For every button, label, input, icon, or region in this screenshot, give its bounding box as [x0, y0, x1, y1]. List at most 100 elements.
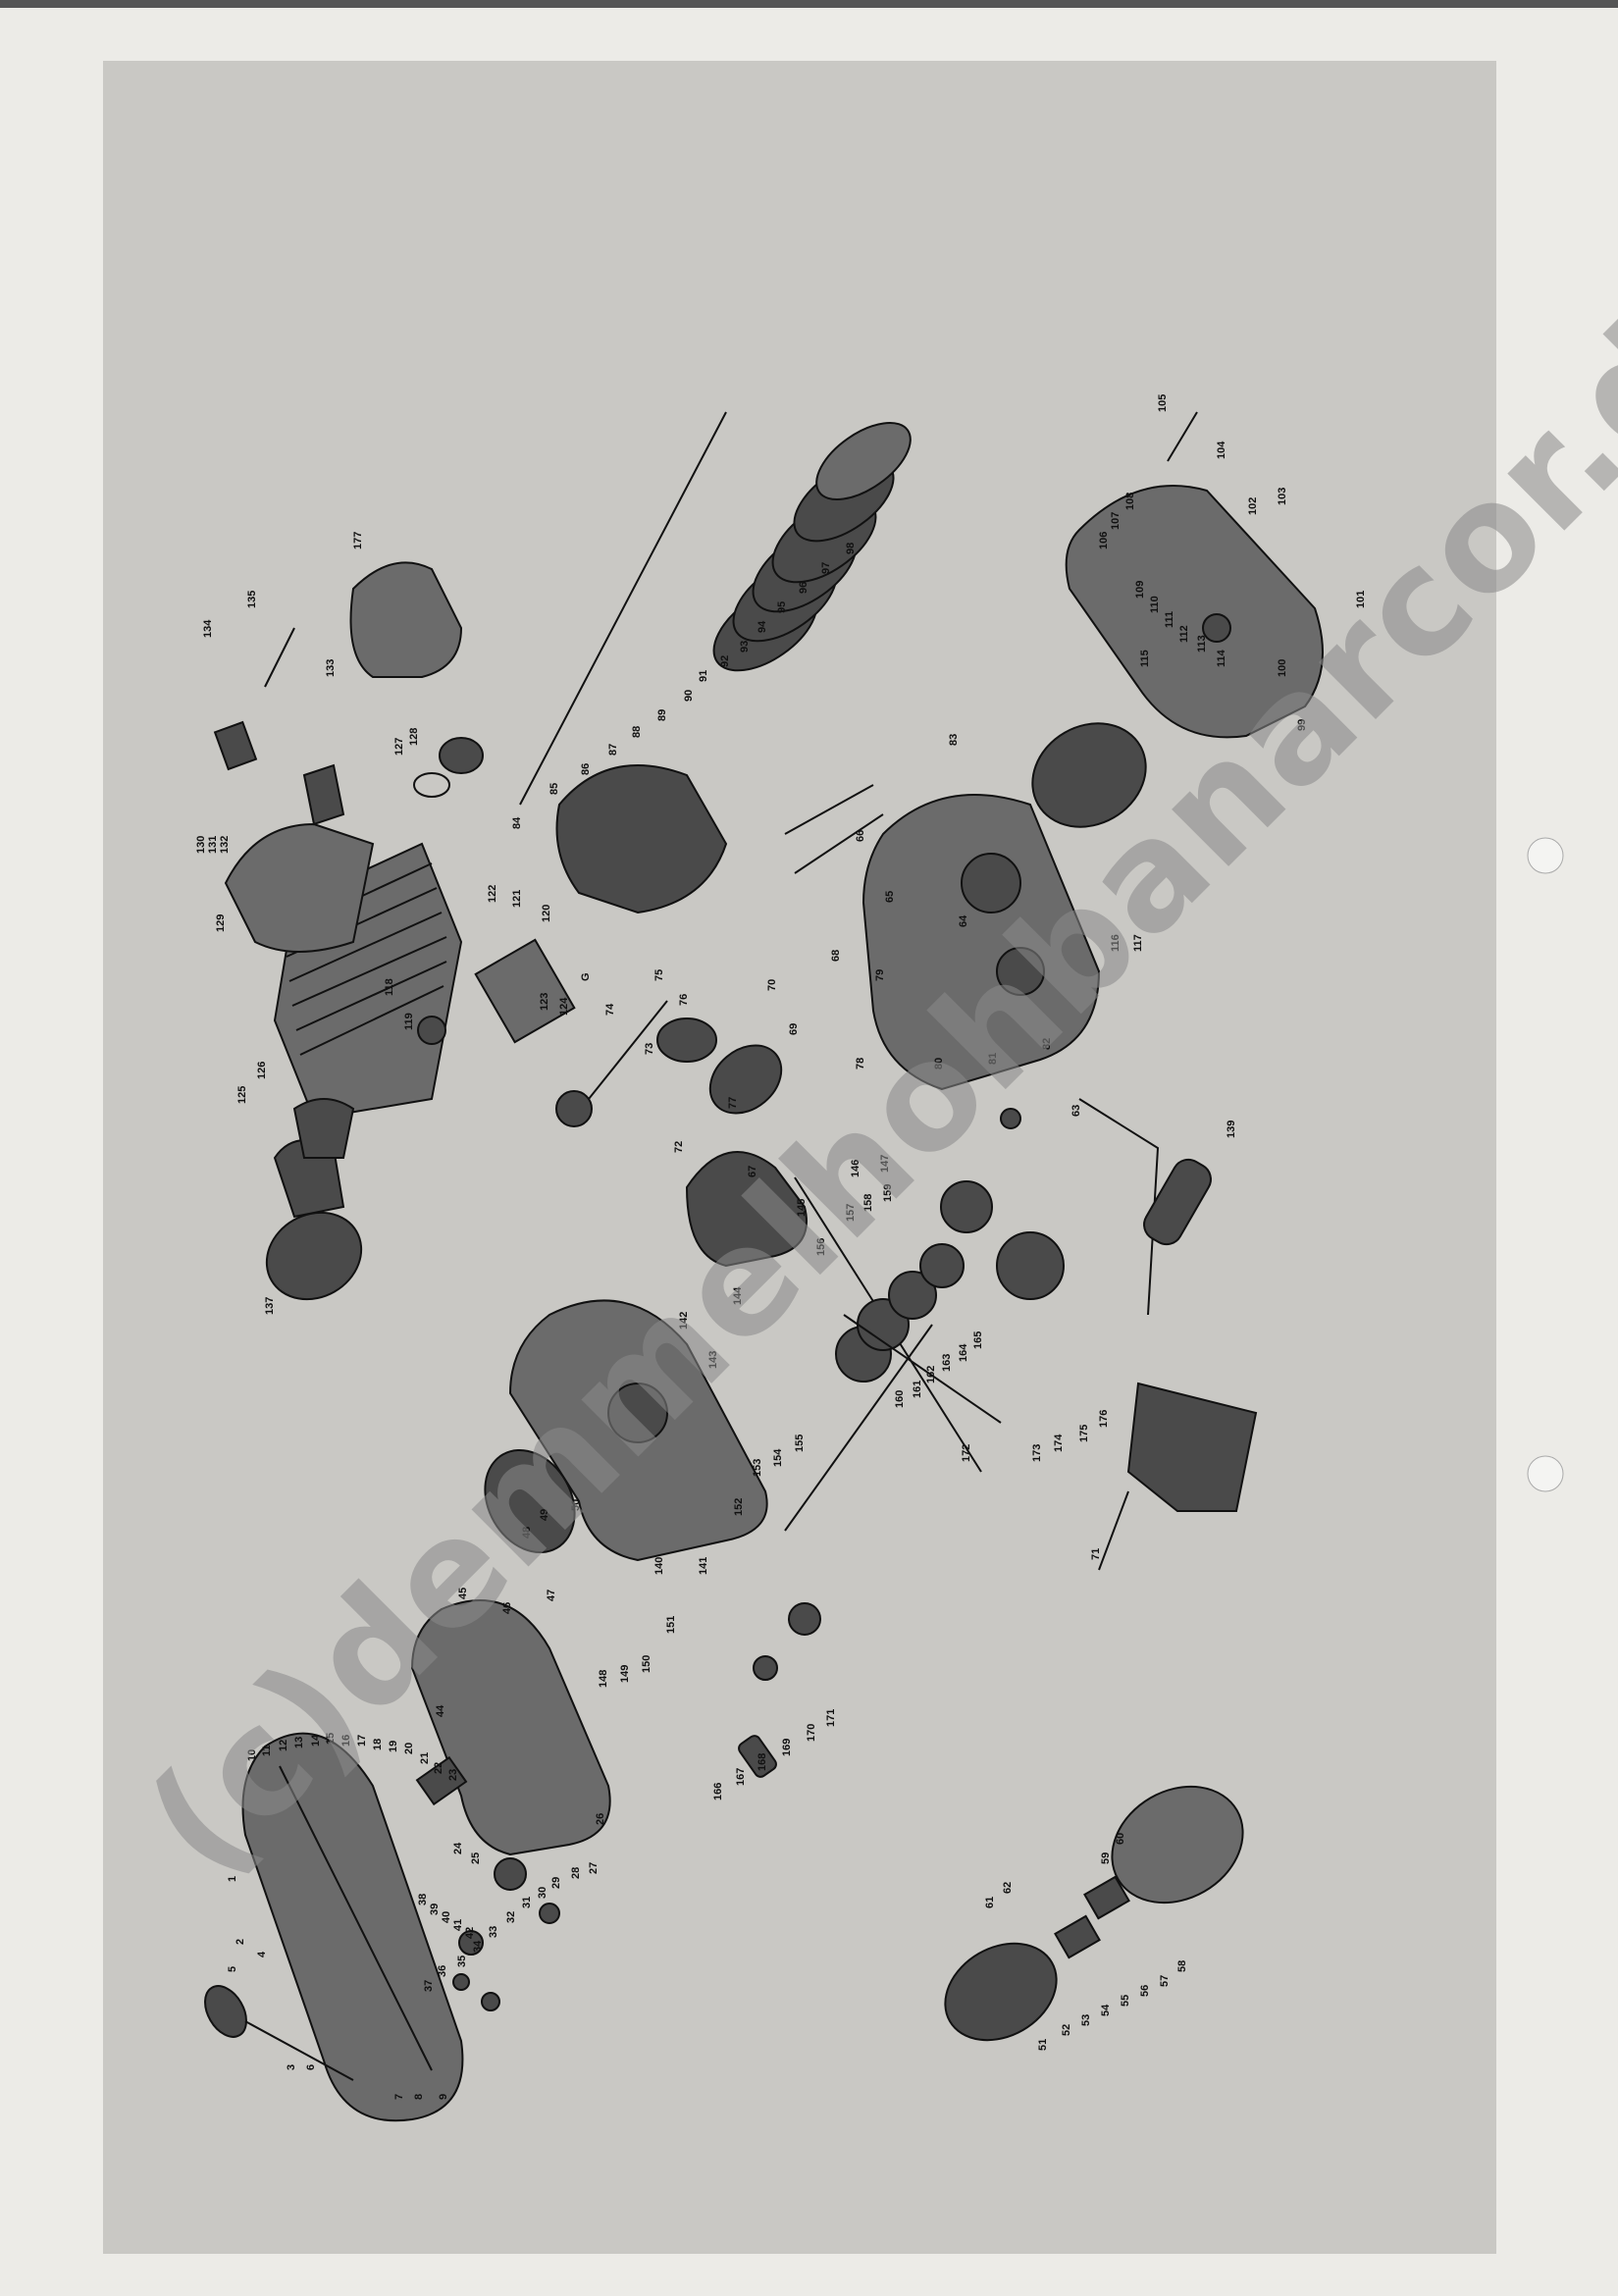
callout-8: 8: [413, 2094, 425, 2100]
callout-45: 45: [457, 1588, 469, 1599]
callout-118: 118: [384, 978, 395, 996]
callout-53: 53: [1080, 2014, 1092, 2026]
callout-149: 149: [619, 1665, 631, 1683]
callout-74: 74: [604, 1003, 616, 1016]
callout-176: 176: [1098, 1410, 1110, 1428]
primary-drum: [1031, 722, 1147, 828]
callout-108: 108: [1124, 493, 1136, 510]
callout-54: 54: [1100, 2004, 1112, 2016]
callout-122: 122: [487, 885, 498, 903]
callout-72: 72: [673, 1141, 685, 1153]
callout-24: 24: [452, 1842, 464, 1854]
clutch-plates: [712, 421, 912, 672]
callout-163: 163: [941, 1354, 953, 1372]
callout-97: 97: [820, 562, 832, 574]
callout-157: 157: [845, 1204, 857, 1222]
callout-20: 20: [403, 1743, 415, 1754]
callout-76: 76: [678, 994, 690, 1006]
callout-159: 159: [882, 1184, 894, 1202]
callout-90: 90: [683, 690, 695, 702]
gear-cluster: [940, 1180, 993, 1233]
callout-120: 120: [541, 905, 552, 922]
callout-22: 22: [433, 1762, 444, 1774]
callout-56: 56: [1139, 1985, 1151, 1997]
callout-173: 173: [1031, 1444, 1043, 1462]
callout-3: 3: [286, 2064, 297, 2070]
callout-169: 169: [781, 1739, 793, 1756]
callout-103: 103: [1277, 488, 1288, 505]
callout-116: 116: [1110, 934, 1122, 952]
callout-143: 143: [707, 1351, 719, 1369]
callout-146: 146: [850, 1160, 861, 1177]
callout-145: 145: [796, 1199, 808, 1217]
callout-18: 18: [372, 1739, 384, 1750]
callout-30: 30: [537, 1887, 548, 1899]
callout-G: G: [580, 972, 592, 981]
kickstart-shaft: [843, 1314, 1002, 1424]
callout-15: 15: [325, 1733, 337, 1745]
callout-131: 131: [207, 836, 219, 854]
callout-4: 4: [256, 1951, 268, 1957]
callout-177: 177: [352, 532, 364, 549]
callout-86: 86: [580, 763, 592, 775]
callout-12: 12: [278, 1740, 289, 1751]
callout-33: 33: [488, 1926, 499, 1938]
binder-hole-bottom: [1527, 1455, 1564, 1492]
callout-19: 19: [388, 1741, 399, 1752]
callout-94: 94: [757, 620, 768, 633]
spark-plug: [302, 763, 345, 826]
callout-36: 36: [437, 1965, 448, 1977]
callout-50: 50: [570, 1499, 582, 1511]
callout-64: 64: [958, 914, 969, 927]
callout-133: 133: [325, 659, 337, 677]
flywheel-magneto: [484, 1448, 576, 1554]
cover-bolt: [1167, 411, 1198, 462]
top-edge: [0, 0, 1618, 8]
callout-101: 101: [1355, 591, 1367, 608]
callout-25: 25: [470, 1852, 482, 1864]
callout-75: 75: [653, 969, 665, 981]
callout-7: 7: [393, 2094, 405, 2100]
callout-57: 57: [1159, 1975, 1171, 1987]
callout-110: 110: [1149, 596, 1161, 613]
callout-21: 21: [419, 1752, 431, 1764]
callout-129: 129: [215, 914, 227, 932]
callout-83: 83: [948, 734, 960, 746]
callout-51: 51: [1037, 2039, 1049, 2051]
callout-71: 71: [1090, 1548, 1102, 1560]
callout-134: 134: [202, 619, 214, 638]
callout-42: 42: [464, 1927, 476, 1939]
right-side-cover: [1065, 485, 1324, 739]
callout-151: 151: [665, 1616, 677, 1634]
callout-115: 115: [1139, 650, 1151, 667]
callout-46: 46: [501, 1602, 513, 1614]
callout-1: 1: [227, 1876, 238, 1882]
callout-170: 170: [806, 1724, 817, 1742]
callout-2: 2: [235, 1939, 246, 1945]
callout-70: 70: [766, 979, 778, 991]
callout-147: 147: [879, 1155, 891, 1173]
callout-165: 165: [972, 1331, 984, 1349]
callout-61: 61: [984, 1897, 996, 1908]
callout-175: 175: [1078, 1425, 1090, 1442]
callout-13: 13: [293, 1737, 305, 1748]
callout-174: 174: [1053, 1434, 1065, 1452]
callout-142: 142: [678, 1312, 690, 1330]
callout-81: 81: [987, 1053, 999, 1065]
callout-137: 137: [264, 1297, 276, 1315]
callout-156: 156: [815, 1238, 827, 1256]
callout-155: 155: [794, 1435, 806, 1452]
callout-166: 166: [712, 1783, 724, 1800]
callout-78: 78: [855, 1058, 866, 1070]
callout-5: 5: [227, 1966, 238, 1972]
callout-84: 84: [511, 816, 523, 829]
lever-block: [415, 1755, 468, 1806]
callout-38: 38: [417, 1894, 429, 1905]
callout-111: 111: [1164, 611, 1175, 628]
callout-77: 77: [727, 1097, 739, 1109]
magneto-rotor: [1111, 1785, 1244, 1905]
plug-cap: [213, 720, 258, 771]
callout-47: 47: [546, 1590, 557, 1601]
ignition-coil: [349, 561, 463, 678]
callout-113: 113: [1196, 635, 1208, 652]
